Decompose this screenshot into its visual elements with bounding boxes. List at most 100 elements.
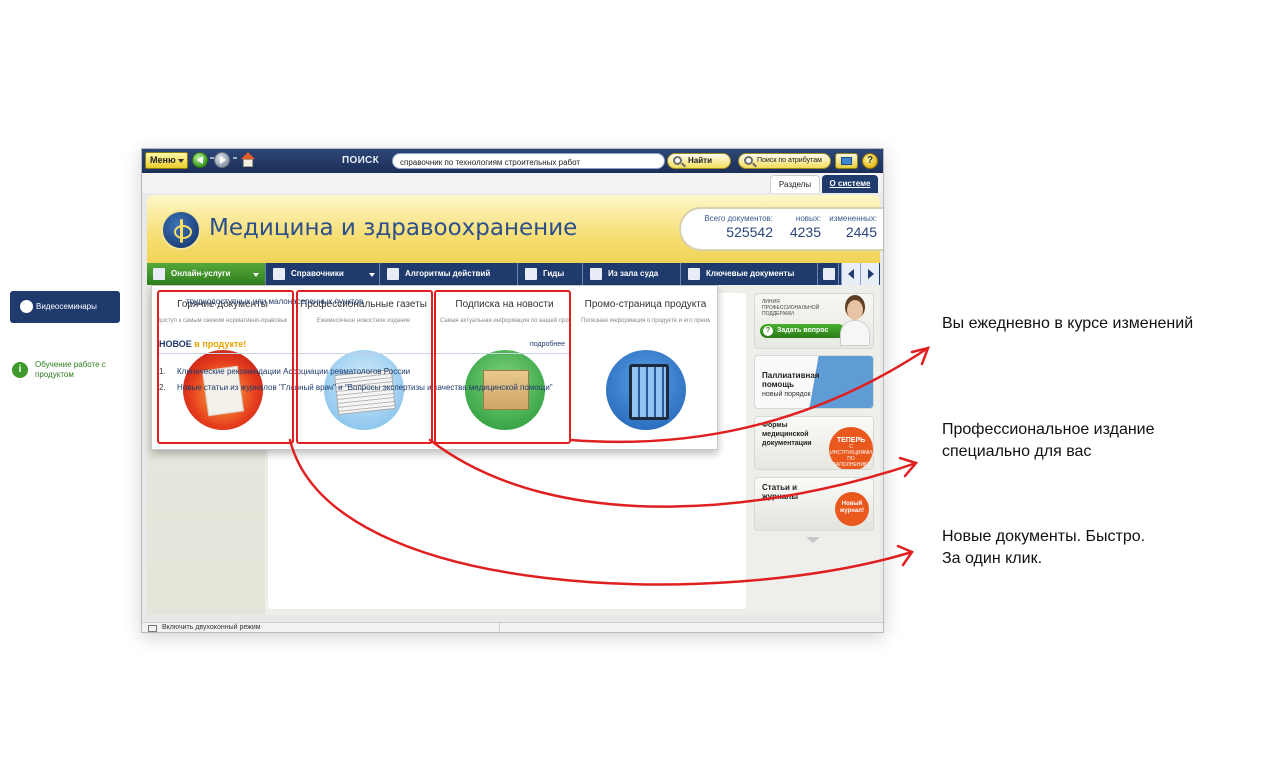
attribute-search-button[interactable]: Поиск по атрибутам	[738, 153, 831, 169]
dropdown-item-hot-documents[interactable]: Горячие документы доступ к самым свежим …	[152, 286, 293, 446]
forward-button[interactable]	[214, 152, 230, 168]
banner-palliative[interactable]: Паллиативная помощь новый порядок	[754, 355, 874, 409]
news-number: 1.	[159, 367, 166, 376]
stat-changed[interactable]: измененных: 2445	[825, 214, 877, 240]
newspapers-image	[324, 350, 404, 430]
home-button[interactable]	[240, 152, 256, 168]
forms-badge-sub: С ИНСТРУКЦИЯМИ ПО ЗАПОЛНЕНИЮ	[830, 444, 872, 468]
arrow-to-annotation-1-head	[910, 346, 931, 366]
banner-support[interactable]: ЛИНИЯ ПРОФЕССИОНАЛЬНОЙ ПОДДЕРЖКИ ?Задать…	[754, 293, 874, 349]
help-button[interactable]: ?	[862, 153, 878, 169]
journal-badge: Новый журнал!	[835, 492, 869, 526]
nav-item-court[interactable]: Из зала суда	[584, 263, 681, 285]
find-label: Найти	[688, 156, 712, 165]
stat-changed-label: измененных:	[829, 214, 877, 223]
stat-changed-value: 2445	[845, 224, 877, 240]
nav-item-guides[interactable]: Гиды	[519, 263, 583, 285]
dropdown-item-desc: доступ к самым свежим нормативно-правовы…	[158, 318, 287, 324]
monitor-icon	[153, 268, 165, 280]
stat-new-value: 4235	[789, 224, 821, 240]
document-icon	[688, 268, 700, 280]
toolbar-separator	[233, 157, 237, 159]
banner-subtitle: новый порядок	[762, 391, 811, 398]
nav-item-references[interactable]: Справочники	[267, 263, 380, 285]
top-tabs: Разделы О системе	[142, 173, 883, 193]
annotation-new-documents: Новые документы. Быстро. За один клик.	[942, 528, 1146, 567]
nav-item-label: Онлайн-услуги	[171, 269, 231, 278]
news-text: Новые статьи из журналов "Главный врач" …	[177, 383, 553, 392]
annotation-daily-updates: Вы ежедневно в курсе изменений	[942, 315, 1194, 332]
scroll-down-icon[interactable]	[806, 537, 820, 543]
find-button[interactable]: Найти	[667, 153, 731, 169]
menu-button[interactable]: Меню	[145, 152, 188, 169]
arrow-to-annotation-3-head	[896, 544, 914, 567]
stat-total-value: 525542	[726, 224, 773, 240]
highlight-box-hot-documents	[157, 290, 294, 444]
dropdown-item-title: Горячие документы	[177, 299, 268, 310]
operator-body	[840, 320, 870, 346]
more-link[interactable]: подробнее	[530, 341, 566, 348]
magnifier-icon	[673, 156, 682, 165]
new-in-product-heading: НОВОЕ в продукте!	[159, 339, 246, 349]
dropdown-item-title: Промо-страница продукта	[584, 299, 707, 310]
banner-title: Паллиативная помощь	[762, 371, 820, 389]
back-button[interactable]	[192, 152, 208, 168]
back-arrow-icon	[197, 156, 203, 164]
dropdown-item-newspapers[interactable]: Профессиональные газеты Ежемесячное ново…	[293, 286, 434, 446]
document-stats: Всего документов: 525542 новых: 4235 изм…	[679, 207, 883, 251]
nav-item-key-documents[interactable]: Ключевые документы	[682, 263, 818, 285]
operator-head	[847, 300, 863, 320]
chevron-left-icon	[848, 269, 854, 279]
support-text: ЛИНИЯ ПРОФЕССИОНАЛЬНОЙ ПОДДЕРЖКИ	[762, 299, 820, 317]
videoseminars-button[interactable]: Видеосеминары	[10, 291, 120, 323]
dropdown-item-desc: Полезная информация о продукте и его пре…	[581, 318, 710, 324]
banner-articles[interactable]: Статьи и журналы Новый журнал!	[754, 477, 874, 531]
partial-text: труднодоступных или малонаселенных пункт…	[186, 297, 364, 306]
arrow-to-annotation-2-head	[898, 456, 919, 478]
nav-item-algorithms[interactable]: Алгоритмы действий	[381, 263, 518, 285]
nav-item-label: Из зала суда	[608, 269, 659, 278]
product-header: Медицина и здравоохранение Всего докумен…	[147, 195, 883, 265]
nav-item-more[interactable]	[819, 263, 839, 285]
new-heading-suffix: в продукте!	[194, 339, 247, 349]
attribute-search-label: Поиск по атрибутам	[757, 157, 822, 164]
question-icon: ?	[763, 326, 773, 336]
dropdown-item-subscription[interactable]: Подписка на новости Самая актуальная инф…	[434, 286, 575, 446]
banner-title: Статьи и журналы	[762, 483, 799, 501]
split-view-icon[interactable]	[148, 625, 157, 632]
ask-question-button[interactable]: ?Задать вопрос	[760, 324, 845, 338]
envelope-image	[465, 350, 545, 430]
search-input[interactable]	[392, 153, 665, 169]
stat-new[interactable]: новых: 4235	[779, 214, 821, 240]
dropdown-item-desc: Ежемесячное новостное издание	[316, 318, 411, 324]
chevron-down-icon	[178, 159, 184, 163]
nav-prev-button[interactable]	[841, 263, 860, 285]
forward-arrow-icon	[220, 156, 226, 164]
signpost-icon	[525, 268, 537, 280]
hot-documents-image	[183, 350, 263, 430]
dropdown-item-title: Подписка на новости	[455, 299, 554, 310]
tab-sections[interactable]: Разделы	[770, 175, 820, 193]
news-number: 2.	[159, 383, 166, 392]
dropdown-item-title: Профессиональные газеты	[300, 299, 427, 310]
nav-item-online-services[interactable]: Онлайн-услуги	[147, 263, 266, 285]
home-icon	[241, 152, 255, 159]
monitor-button[interactable]	[835, 153, 858, 169]
support-operator-image	[837, 296, 873, 346]
videoseminars-label: Видеосеминары	[36, 302, 97, 311]
tablet-image	[606, 350, 686, 430]
monitor-icon	[841, 157, 852, 165]
nav-item-label: Ключевые документы	[706, 269, 795, 278]
info-icon: i	[12, 362, 28, 378]
status-bar: Включить двухоконный режим	[142, 622, 883, 632]
dropdown-item-promo[interactable]: Промо-страница продукта Полезная информа…	[575, 286, 716, 446]
home-icon-walls	[243, 159, 253, 167]
highlight-box-newspapers	[296, 290, 433, 444]
dual-window-toggle[interactable]: Включить двухоконный режим	[162, 624, 261, 631]
nav-item-label: Алгоритмы действий	[405, 269, 491, 278]
nav-next-button[interactable]	[860, 263, 879, 285]
tab-about[interactable]: О системе	[822, 175, 878, 193]
main-nav: Онлайн-услуги Справочники Алгоритмы дейс…	[147, 263, 880, 285]
banner-title: Формы медицинской документации	[762, 422, 812, 447]
